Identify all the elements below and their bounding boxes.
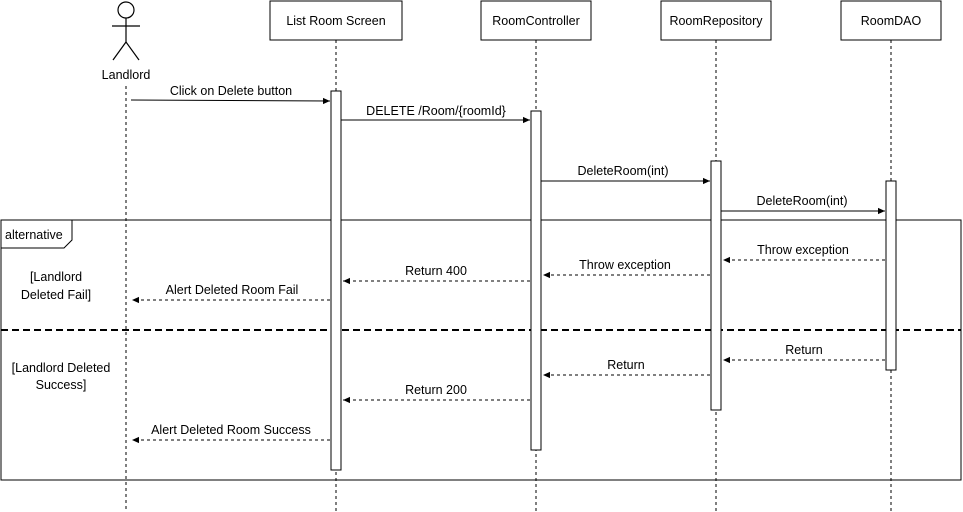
fragment-label-tab [0, 219, 73, 249]
participant-label: RoomDAO [861, 14, 922, 28]
actor-head-icon [117, 1, 135, 19]
alternative-fragment: alternative [Landlord Deleted Fail] [Lan… [0, 219, 962, 481]
actor-right-leg [125, 41, 140, 61]
participant-room-dao: RoomDAO [840, 0, 942, 41]
message-return-400: Return 400 [405, 264, 467, 278]
message-return-200: Return 200 [405, 383, 467, 397]
message-dao-throw: Throw exception [757, 243, 849, 257]
participant-list-room-screen: List Room Screen [269, 0, 403, 41]
actor-label: Landlord [102, 68, 151, 82]
activation-room-repository [710, 160, 722, 411]
participant-room-repository: RoomRepository [660, 0, 772, 41]
participant-room-controller: RoomController [480, 0, 592, 41]
participant-label: RoomController [492, 14, 580, 28]
activation-room-dao [885, 180, 897, 371]
guard-success-line2: Success] [36, 378, 87, 392]
message-delete-room-dao: DeleteRoom(int) [756, 194, 847, 208]
fragment-label: alternative [5, 228, 63, 242]
message-repo-return: Return [607, 358, 645, 372]
message-click-delete-arrow [130, 97, 331, 105]
guard-fail-line2: Deleted Fail] [21, 288, 91, 302]
message-alert-fail: Alert Deleted Room Fail [166, 283, 299, 297]
guard-fail-line1: [Landlord [30, 270, 82, 284]
activation-list-room-screen [330, 90, 342, 471]
message-alert-success: Alert Deleted Room Success [151, 423, 311, 437]
participant-label: RoomRepository [669, 14, 763, 28]
message-repo-throw: Throw exception [579, 258, 671, 272]
activation-room-controller [530, 110, 542, 451]
guard-success-line1: [Landlord Deleted [12, 361, 111, 375]
message-delete-request: DELETE /Room/{roomId} [366, 104, 506, 118]
message-click-delete: Click on Delete button [170, 84, 292, 98]
message-delete-room-repo: DeleteRoom(int) [577, 164, 668, 178]
actor-left-leg [112, 41, 127, 61]
participant-label: List Room Screen [286, 14, 385, 28]
landlord-actor: Landlord [102, 1, 151, 82]
message-dao-return: Return [785, 343, 823, 357]
